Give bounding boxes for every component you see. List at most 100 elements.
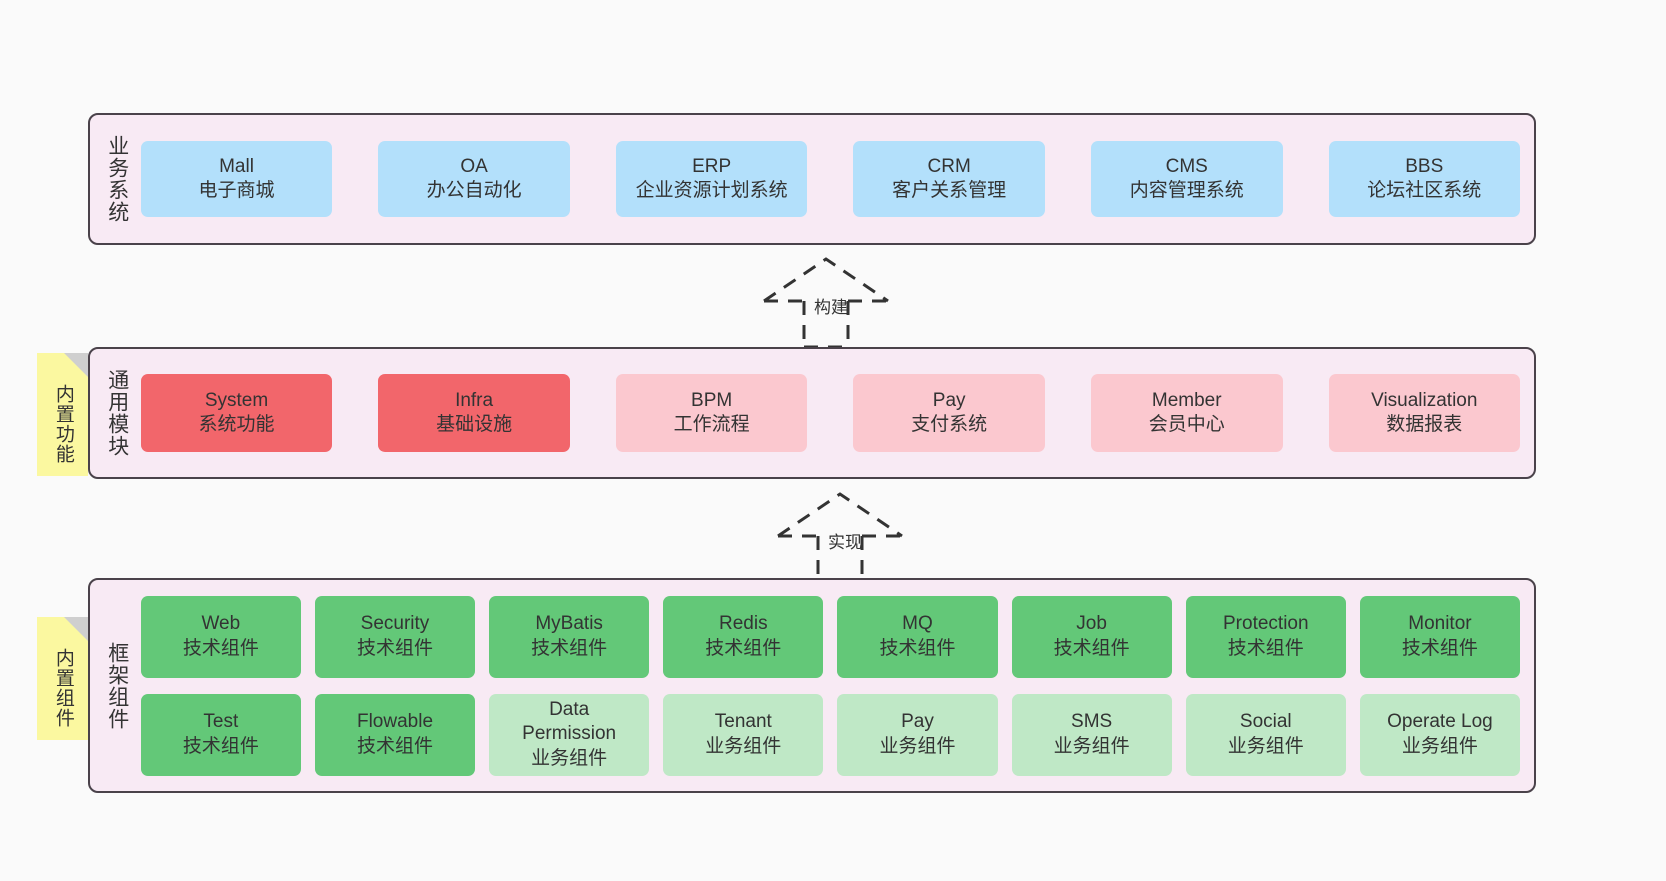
node-oa-name: OA [460, 155, 488, 177]
node-bbs[interactable]: BBS 论坛社区系统 [1328, 141, 1521, 217]
node-pay-component[interactable]: Pay 业务组件 [837, 693, 998, 776]
node-crm-desc: 客户关系管理 [892, 180, 1007, 201]
node-visualization-name: Visualization [1371, 389, 1478, 411]
node-sms[interactable]: SMS 业务组件 [1011, 693, 1172, 776]
node-cms-name: CMS [1165, 155, 1208, 177]
node-erp[interactable]: ERP 企业资源计划系统 [615, 141, 808, 217]
node-pay-component-name: Pay [901, 711, 934, 733]
sticky-note-builtin-component-text: 内置组件 [52, 647, 74, 728]
node-cms[interactable]: CMS 内容管理系统 [1090, 141, 1283, 217]
node-bbs-name: BBS [1405, 155, 1444, 177]
node-flowable-desc: 技术组件 [356, 735, 433, 757]
node-monitor[interactable]: Monitor 技术组件 [1359, 595, 1521, 678]
node-social[interactable]: Social 业务组件 [1185, 693, 1346, 776]
node-protection-desc: 技术组件 [1227, 637, 1304, 659]
node-job[interactable]: Job 技术组件 [1011, 595, 1172, 678]
node-data-permission-name: Data Permission [522, 699, 617, 745]
node-member-name: Member [1151, 389, 1222, 411]
node-mq[interactable]: MQ 技术组件 [837, 595, 998, 678]
sticky-fold-icon [64, 353, 88, 377]
node-redis-desc: 技术组件 [705, 637, 782, 659]
node-oa-desc: 办公自动化 [426, 180, 522, 201]
node-tenant-desc: 业务组件 [705, 735, 782, 757]
node-bpm[interactable]: BPM 工作流程 [615, 374, 808, 452]
node-security[interactable]: Security 技术组件 [314, 595, 476, 678]
node-monitor-name: Monitor [1408, 613, 1472, 635]
node-pay-component-desc: 业务组件 [879, 735, 956, 757]
node-pay-module-name: Pay [932, 389, 966, 411]
node-tenant[interactable]: Tenant 业务组件 [663, 693, 824, 776]
node-flowable[interactable]: Flowable 技术组件 [314, 693, 476, 776]
node-pay-module-desc: 支付系统 [911, 414, 988, 435]
connector-build-label: 构建 [814, 298, 848, 317]
sticky-fold-icon [64, 617, 88, 641]
node-monitor-desc: 技术组件 [1401, 637, 1478, 659]
node-security-desc: 技术组件 [356, 637, 433, 659]
node-member[interactable]: Member 会员中心 [1090, 374, 1283, 452]
node-bpm-name: BPM [691, 389, 733, 411]
connector-implement: 实现 [766, 484, 926, 584]
node-infra-desc: 基础设施 [436, 414, 513, 435]
node-tenant-name: Tenant [714, 711, 772, 733]
node-mq-desc: 技术组件 [879, 637, 956, 659]
node-erp-name: ERP [692, 155, 732, 177]
node-mybatis[interactable]: MyBatis 技术组件 [489, 595, 650, 678]
connector-build: 构建 [752, 249, 912, 349]
node-operate-log[interactable]: Operate Log 业务组件 [1359, 693, 1521, 776]
node-mybatis-name: MyBatis [535, 613, 603, 635]
sticky-note-builtin-function-text: 内置功能 [52, 383, 74, 464]
node-system-desc: 系统功能 [198, 414, 275, 435]
node-web-name: Web [201, 613, 241, 635]
node-system[interactable]: System 系统功能 [140, 374, 333, 452]
node-visualization-desc: 数据报表 [1386, 414, 1463, 435]
node-web-desc: 技术组件 [182, 637, 259, 659]
node-mall[interactable]: Mall 电子商城 [140, 141, 333, 217]
node-data-permission-desc: 业务组件 [531, 747, 608, 769]
node-test[interactable]: Test 技术组件 [140, 693, 301, 776]
business-system-node-row: Mall 电子商城 OA 办公自动化 ERP 企业资源计划系统 CRM 客户关系… [135, 115, 1534, 243]
node-cms-desc: 内容管理系统 [1129, 180, 1244, 201]
common-module-node-row: System 系统功能 Infra 基础设施 BPM 工作流程 Pay 支付系统… [135, 349, 1534, 477]
layer-common-module: 通用模块 System 系统功能 Infra 基础设施 BPM 工作流程 Pay… [88, 347, 1536, 479]
node-test-name: Test [203, 711, 239, 733]
node-mybatis-desc: 技术组件 [531, 637, 608, 659]
node-operate-log-desc: 业务组件 [1401, 735, 1478, 757]
node-job-desc: 技术组件 [1053, 637, 1130, 659]
sticky-note-builtin-function: 内置功能 [37, 353, 88, 476]
node-system-name: System [204, 389, 269, 411]
node-oa[interactable]: OA 办公自动化 [378, 141, 570, 217]
node-crm[interactable]: CRM 客户关系管理 [853, 141, 1045, 217]
node-social-name: Social [1239, 711, 1292, 733]
node-data-permission[interactable]: Data Permission 业务组件 [489, 693, 650, 776]
node-bbs-desc: 论坛社区系统 [1367, 180, 1482, 201]
node-pay-module[interactable]: Pay 支付系统 [853, 374, 1045, 452]
node-member-desc: 会员中心 [1148, 414, 1225, 435]
node-visualization[interactable]: Visualization 数据报表 [1328, 374, 1521, 452]
framework-business-row: Test 技术组件 Flowable 技术组件 Data Permission … [140, 693, 1521, 776]
node-protection[interactable]: Protection 技术组件 [1185, 595, 1346, 678]
node-redis[interactable]: Redis 技术组件 [663, 595, 824, 678]
node-web[interactable]: Web 技术组件 [140, 595, 301, 678]
framework-tech-row: Web 技术组件 Security 技术组件 MyBatis 技术组件 Redi… [140, 595, 1521, 678]
node-infra[interactable]: Infra 基础设施 [378, 374, 570, 452]
node-bpm-desc: 工作流程 [673, 414, 750, 435]
node-operate-log-name: Operate Log [1387, 711, 1493, 733]
node-security-name: Security [360, 613, 430, 635]
node-test-desc: 技术组件 [182, 735, 259, 757]
node-job-name: Job [1076, 613, 1107, 635]
node-infra-name: Infra [455, 389, 494, 411]
framework-component-node-grid: Web 技术组件 Security 技术组件 MyBatis 技术组件 Redi… [135, 580, 1534, 791]
layer-framework-component: 框架组件 Web 技术组件 Security 技术组件 MyBatis 技术组件… [88, 578, 1536, 793]
node-protection-name: Protection [1223, 613, 1309, 635]
node-flowable-name: Flowable [356, 711, 434, 733]
connector-implement-label: 实现 [828, 533, 862, 552]
node-mall-desc: 电子商城 [198, 180, 275, 201]
node-sms-desc: 业务组件 [1053, 735, 1130, 757]
node-mq-name: MQ [902, 613, 933, 635]
layer-label-common-module: 通用模块 [105, 369, 129, 457]
layer-label-business-system: 业务系统 [105, 135, 129, 223]
node-crm-name: CRM [927, 155, 971, 177]
node-sms-name: SMS [1071, 711, 1113, 733]
node-erp-desc: 企业资源计划系统 [635, 180, 788, 201]
